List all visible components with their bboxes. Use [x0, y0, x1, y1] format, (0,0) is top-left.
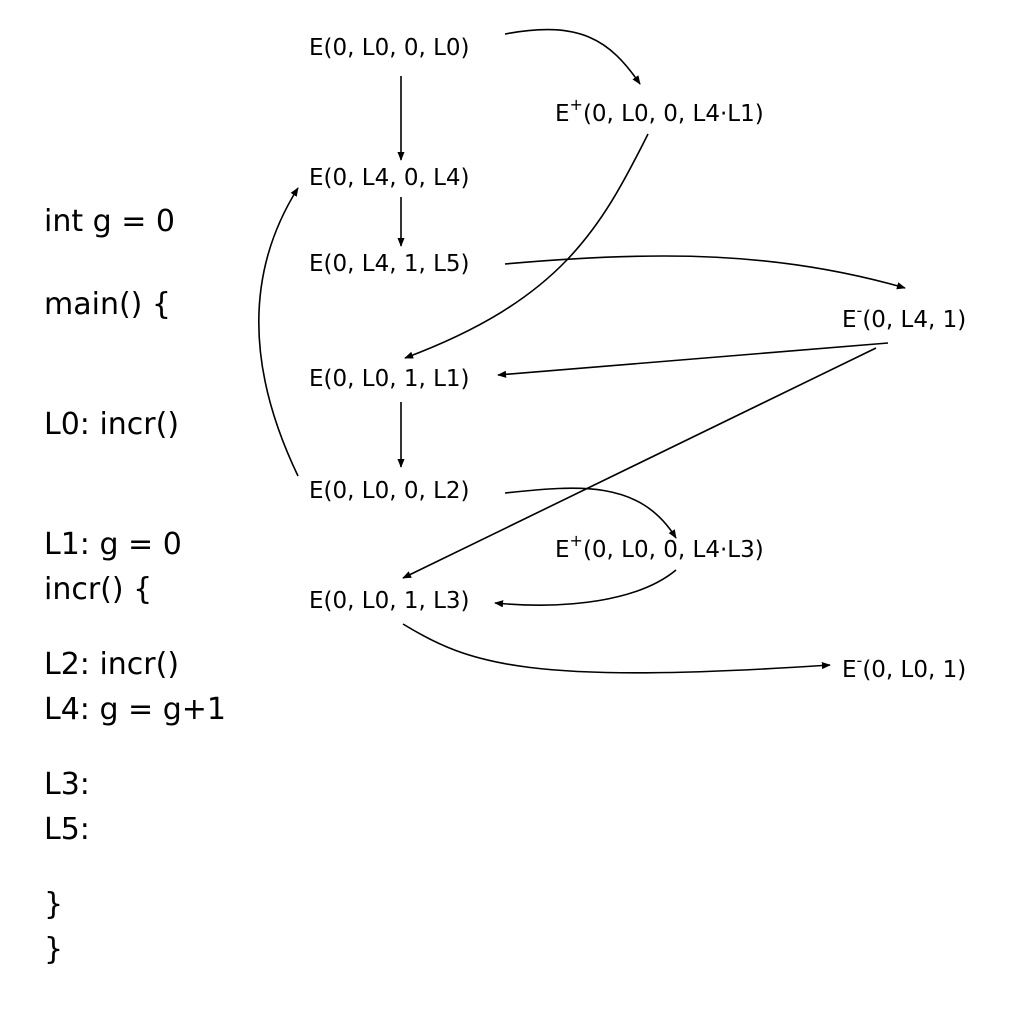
edge-n4-n5 [504, 255, 906, 290]
edge-n5-n6 [497, 342, 889, 378]
state-node-n5: E-(0, L4, 1) [842, 301, 967, 334]
node-label: E(0, L0, 1, L1) [309, 366, 470, 392]
state-node-n9: E(0, L0, 1, L3) [309, 587, 470, 615]
code-line: L5: [44, 812, 90, 847]
code-line: } [44, 932, 64, 967]
node-prefix: E+ [555, 531, 583, 563]
code-line: L4: g = g+1 [44, 692, 226, 727]
node-label: (0, L4, 1) [862, 307, 967, 333]
edge-n1-n2 [504, 28, 641, 85]
node-label: E(0, L0, 0, L0) [309, 35, 470, 61]
state-node-n4: E(0, L4, 1, L5) [309, 250, 470, 278]
code-line: incr() { [44, 572, 153, 607]
edge-n5-n9 [402, 347, 877, 579]
code-line: main() { [44, 287, 171, 322]
global-declaration: int g = 0 [44, 122, 175, 282]
state-node-n7: E(0, L0, 0, L2) [309, 477, 470, 505]
node-label: (0, L0, 0, L4·L3) [582, 537, 764, 563]
node-sign: - [856, 301, 863, 321]
node-label: E(0, L0, 0, L2) [309, 478, 470, 504]
edge-n7-n3 [258, 187, 299, 477]
node-prefix: E- [842, 651, 863, 683]
code-line: L2: incr() [44, 647, 180, 682]
edge-n8-n9 [494, 569, 677, 608]
edge-n2-n6 [404, 133, 649, 359]
node-label: E(0, L0, 1, L3) [309, 588, 470, 614]
node-label: E(0, L4, 1, L5) [309, 251, 470, 277]
node-label: (0, L0, 0, L4·L1) [582, 101, 764, 127]
node-sign: + [569, 95, 583, 115]
code-line: L0: incr() [44, 407, 180, 442]
state-node-n2: E+(0, L0, 0, L4·L1) [555, 95, 764, 128]
code-line: int g = 0 [44, 204, 175, 239]
node-prefix: E- [842, 301, 863, 333]
state-node-n3: E(0, L4, 0, L4) [309, 164, 470, 192]
state-node-n8: E+(0, L0, 0, L4·L3) [555, 531, 764, 564]
state-node-n10: E-(0, L0, 1) [842, 651, 967, 684]
node-sign: + [569, 531, 583, 551]
node-prefix: E+ [555, 95, 583, 127]
edge-n7-n8 [504, 487, 677, 539]
edge-n9-n10 [402, 623, 831, 674]
node-label: E(0, L4, 0, L4) [309, 165, 470, 191]
code-line: L1: g = 0 [44, 527, 182, 562]
node-label: (0, L0, 1) [862, 657, 967, 683]
edge-layer [258, 28, 906, 674]
state-node-n6: E(0, L0, 1, L1) [309, 365, 470, 393]
node-sign: - [856, 651, 863, 671]
state-node-n1: E(0, L0, 0, L0) [309, 34, 470, 62]
